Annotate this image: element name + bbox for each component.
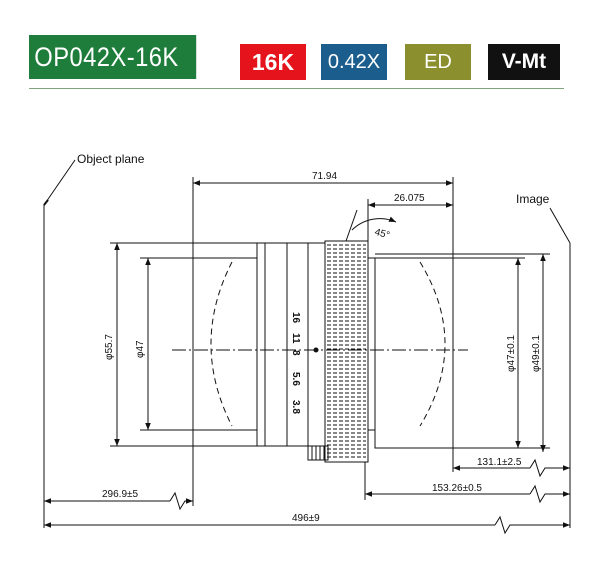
f-stop-3-8: 3.8: [290, 400, 301, 414]
f-stop-5-6: 5.6: [290, 372, 301, 386]
f-stop-8: 8: [290, 350, 301, 356]
dim-back-focus: 131.1±2.5: [477, 457, 522, 468]
front-lens-arc: [210, 261, 233, 427]
badge-magnification: 0.42X: [321, 44, 387, 80]
badge-mount: V-Mt: [488, 44, 560, 80]
rear-barrel: [374, 257, 454, 449]
object-plane-label: Object plane: [77, 152, 145, 166]
header-divider: [29, 88, 564, 89]
dim-total-distance: 496±9: [292, 513, 320, 524]
object-plane-leader: [43, 159, 76, 206]
dim-flange-distance: 153.26±0.5: [432, 483, 482, 494]
angle-label: 45°: [373, 227, 390, 242]
image-plane-leader: [549, 207, 571, 244]
axis-dot: [313, 347, 319, 353]
knurl-pattern: [327, 244, 366, 458]
badge-16k: 16K: [240, 44, 306, 80]
f-stop-11: 11: [290, 333, 301, 344]
dim-front-diameter: φ47: [135, 340, 146, 358]
dim-rear-inner-diameter: φ47±0.1: [506, 335, 517, 372]
badge-ed: ED: [405, 44, 471, 80]
model-title: OP042X-16K: [29, 35, 197, 79]
rear-lens-arc: [419, 261, 446, 427]
dim-rear-outer-diameter: φ49±0.1: [531, 335, 542, 372]
dim-rear-length: 26.075: [394, 193, 425, 204]
aperture-ring: [256, 242, 326, 447]
image-label: Image: [516, 192, 550, 206]
aperture-scale: 16 11 8 5.6 3.8: [290, 312, 301, 414]
dim-outer-diameter: φ55.7: [104, 334, 115, 360]
f-stop-16: 16: [290, 312, 301, 324]
dim-working-distance: 296.9±5: [102, 489, 139, 500]
dim-overall-length: 71.94: [312, 171, 337, 182]
front-barrel: [192, 242, 258, 447]
header: OP042X-16K 16K 0.42X ED V-Mt: [0, 0, 613, 100]
